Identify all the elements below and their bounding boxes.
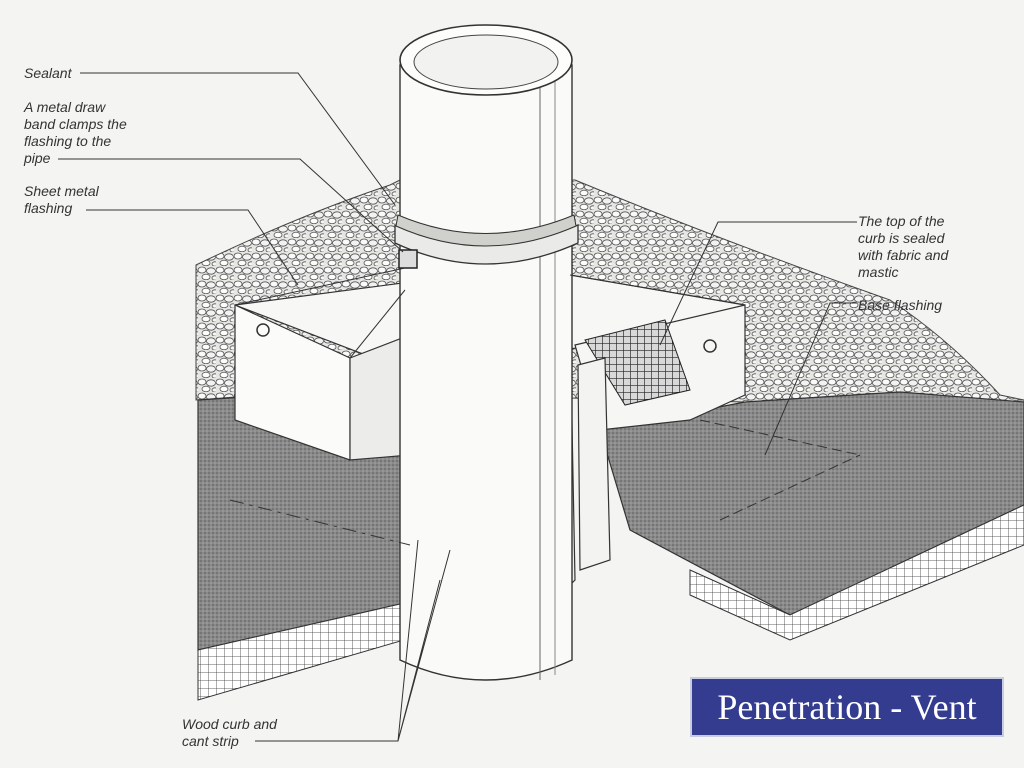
wood-curb-right [577,357,611,571]
label-wood-curb: Wood curb and cant strip [182,716,277,749]
label-base-flashing: Base flashing [858,297,943,313]
roof-membrane-right [599,391,1024,616]
flashing-edges [234,267,746,460]
sealant-bead [395,214,577,247]
slide-title: Penetration - Vent [717,687,977,727]
vent-pipe-inner [413,34,559,90]
leader-wood-curb [255,539,451,742]
leader-curb-top [659,221,857,346]
leader-lines [58,72,857,742]
vent-pipe-body [399,64,573,681]
leader-sheet-metal [86,209,299,286]
base-flashing-line [699,419,861,521]
roof-deck-edge-right [689,504,1024,641]
title-box: Penetration - Vent [690,677,1004,737]
band-clamp [398,249,418,269]
label-draw-band: A metal draw band clamps the flashing to… [24,99,127,166]
label-sealant: Sealant [24,65,72,81]
fastener [256,323,270,337]
leader-base-flashing [764,302,857,456]
leader-sealant [80,72,396,206]
fabric-mesh-right [584,319,691,406]
dashed-membrane-line [229,499,411,546]
fastener [703,339,717,353]
label-sheet-metal-flashing: Sheet metal flashing [24,183,99,216]
leader-draw-band [58,158,404,253]
label-curb-top: The top of the curb is sealed with fabri… [858,213,949,280]
